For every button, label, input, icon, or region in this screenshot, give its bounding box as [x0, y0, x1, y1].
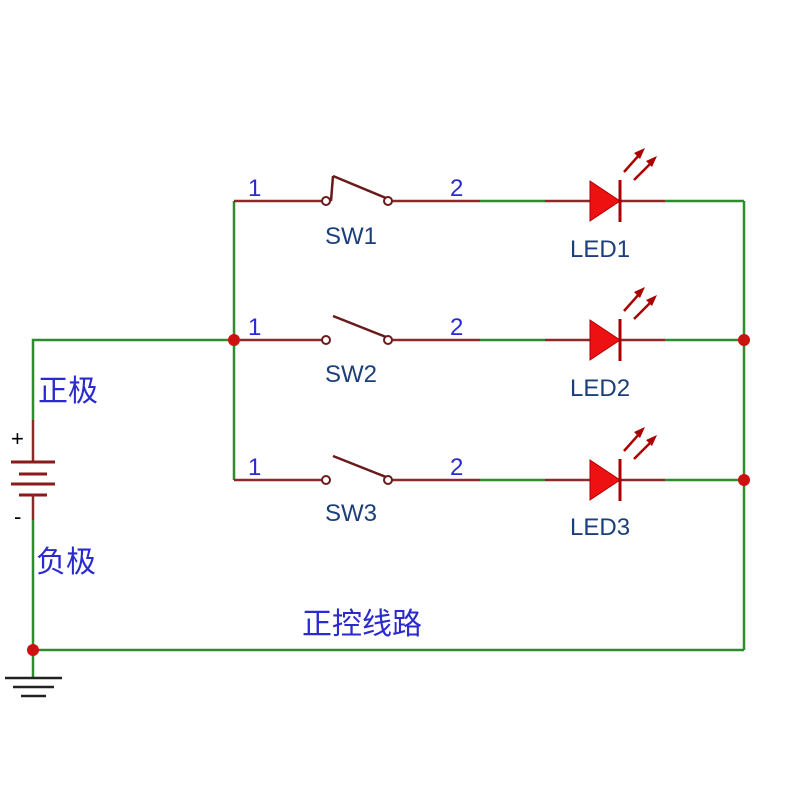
junction-dots [27, 334, 750, 656]
switch-icon [321, 174, 393, 206]
ground-icon [5, 676, 62, 698]
led2-ref-label: LED2 [570, 375, 630, 402]
sw2-pin1-label: 1 [248, 314, 261, 341]
sw2-pin2-label: 2 [450, 314, 463, 341]
component-wires [234, 199, 665, 482]
sw3-pin2-label: 2 [450, 454, 463, 481]
positive-feed-wire [31, 338, 234, 420]
switch-icon [321, 454, 393, 485]
battery-icon [11, 420, 55, 520]
sw2-ref-label: SW2 [325, 361, 377, 388]
negative-pole-label: 负极 [36, 545, 96, 580]
sw3-pin1-label: 1 [248, 454, 261, 481]
led3-ref-label: LED3 [570, 514, 630, 541]
led-icon [589, 148, 657, 222]
circuit-caption: 正控线路 [302, 607, 422, 642]
battery-negative-sign: - [14, 504, 21, 529]
sw1-ref-label: SW1 [325, 223, 377, 250]
junction-dot [228, 334, 240, 346]
junction-dot [738, 334, 750, 346]
switch-icon [321, 314, 393, 345]
led-icon [589, 427, 657, 501]
junction-dot [738, 474, 750, 486]
positive-pole-label: 正极 [38, 374, 98, 409]
sw1-pin2-label: 2 [450, 175, 463, 202]
junction-dot [27, 644, 39, 656]
led1-ref-label: LED1 [570, 236, 630, 263]
battery-positive-sign: + [11, 426, 24, 451]
sw3-ref-label: SW3 [325, 500, 377, 527]
sw1-pin1-label: 1 [248, 175, 261, 202]
led-icon [589, 287, 657, 361]
